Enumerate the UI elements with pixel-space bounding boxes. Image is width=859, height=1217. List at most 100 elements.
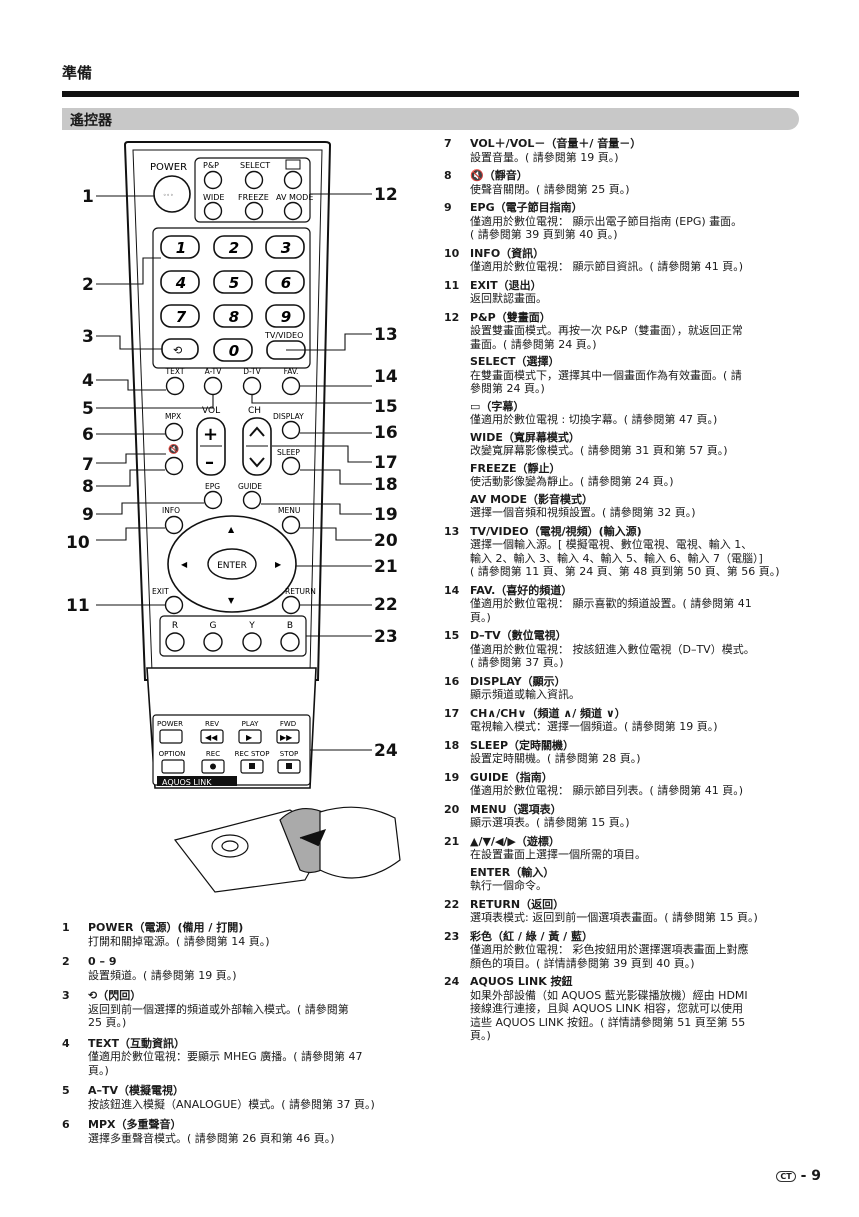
link-power-label: POWER (157, 720, 183, 728)
entry-heading: INFO（資訊） (470, 246, 545, 260)
entry-number: 14 (444, 583, 460, 597)
digit-3-button[interactable] (265, 235, 305, 259)
digit-9-label: 9 (281, 308, 291, 326)
red-button[interactable] (165, 632, 185, 652)
select-label: SELECT (240, 161, 270, 170)
digit-0-button[interactable] (213, 338, 253, 362)
option-button[interactable] (161, 759, 185, 774)
subsection-bar (62, 108, 799, 130)
entry-text: 設置頻道。( 請參閱第 19 頁。) (88, 968, 237, 982)
power-button[interactable] (153, 175, 191, 213)
callout-7: 7 (82, 455, 94, 475)
freeze-button[interactable] (244, 201, 264, 221)
pp-button[interactable] (203, 170, 223, 190)
entry-heading: CH∧/CH∨（頻道 ∧/ 頻道 ∨） (470, 706, 626, 720)
entry-text: 接線進行連接，且與 AQUOS LINK 相容，您就可以使用 (470, 1002, 743, 1015)
entry-heading: 彩色（紅 / 綠 / 黃 / 藍） (470, 929, 594, 943)
entry-number: 12 (444, 310, 460, 324)
exit-button[interactable] (164, 595, 184, 615)
entry-text: 設置音量。( 請參閱第 19 頁。) (470, 150, 619, 164)
digit-4-button[interactable] (160, 270, 200, 294)
entry-number: 16 (444, 674, 460, 688)
subtitle-button[interactable] (283, 170, 303, 190)
fwd-button[interactable] (276, 729, 300, 744)
yellow-button[interactable] (242, 632, 262, 652)
wide-button[interactable] (203, 201, 223, 221)
info-button[interactable] (164, 515, 184, 535)
menu-button[interactable] (281, 515, 301, 535)
display-label: DISPLAY (273, 412, 304, 421)
digit-8-button[interactable] (213, 304, 253, 328)
entry-number: 4 (62, 1036, 70, 1050)
pp-label: P&P (203, 161, 219, 170)
play-button[interactable] (238, 729, 262, 744)
entry-number: 15 (444, 629, 460, 642)
avmode-label: AV MODE (276, 193, 313, 202)
page-number-value: 9 (811, 1168, 821, 1184)
entry-text: 設置雙畫面模式。再按一次 P&P（雙畫面），就返回正常 (470, 324, 743, 337)
mpx-button[interactable] (164, 422, 184, 442)
sleep-button[interactable] (281, 456, 301, 476)
avmode-button[interactable] (283, 201, 303, 221)
freeze-label: FREEZE (238, 193, 269, 202)
yellow-label: Y (248, 621, 255, 631)
digit-6-label: 6 (281, 274, 291, 292)
callout-4: 4 (82, 371, 94, 391)
link-power-button[interactable] (159, 729, 183, 744)
digit-9-button[interactable] (265, 304, 305, 328)
return-button[interactable] (281, 595, 301, 615)
entry-subheading: ENTER（輸入） (470, 865, 555, 879)
digit-7-label: 7 (176, 308, 187, 326)
digit-1-button[interactable] (160, 235, 200, 259)
entry-text: 頁。) (470, 610, 491, 624)
rev-label: REV (205, 720, 219, 728)
fav-label: FAV. (284, 367, 299, 376)
digit-7-button[interactable] (160, 304, 200, 328)
callout-18: 18 (374, 475, 398, 495)
fav-button[interactable] (281, 376, 301, 396)
vol-label: VOL (202, 406, 220, 416)
page-number: CT - 9 (776, 1168, 821, 1184)
callout-13: 13 (374, 325, 398, 345)
digit-2-button[interactable] (213, 235, 253, 259)
blue-button[interactable] (280, 632, 300, 652)
display-button[interactable] (281, 420, 301, 440)
entry-number: 11 (444, 278, 460, 292)
left-arrow-icon[interactable]: ◀ (181, 560, 188, 569)
aquos-link-badge (157, 776, 237, 786)
down-arrow-icon[interactable]: ▼ (228, 596, 235, 605)
digit-6-button[interactable] (265, 270, 305, 294)
entry-number: 5 (62, 1084, 70, 1097)
entry-number: 18 (444, 738, 460, 752)
select-button[interactable] (244, 170, 264, 190)
digit-5-button[interactable] (213, 270, 253, 294)
right-arrow-icon[interactable]: ▶ (275, 560, 282, 569)
entry-text: 打開和關掉電源。( 請參閱第 14 頁。) (88, 934, 270, 948)
callout-20: 20 (374, 531, 398, 551)
epg-button[interactable] (203, 490, 223, 510)
menu-label: MENU (278, 506, 300, 515)
mute-button[interactable] (164, 456, 184, 476)
return-label: RETURN (285, 587, 316, 596)
rev-button[interactable] (200, 729, 224, 744)
atv-button[interactable] (203, 376, 223, 396)
up-arrow-icon[interactable]: ▲ (228, 525, 235, 534)
green-button[interactable] (203, 632, 223, 652)
ch-label: CH (248, 406, 261, 416)
rec-icon (210, 763, 216, 770)
entry-heading: 🔇（靜音） (470, 169, 528, 182)
entry-text: 參閱第 24 頁。) (470, 382, 545, 395)
callout-19: 19 (374, 505, 398, 525)
guide-button[interactable] (242, 490, 262, 510)
callout-14: 14 (374, 367, 398, 387)
entry-heading: A–TV（模擬電視） (88, 1084, 185, 1097)
dtv-button[interactable] (242, 376, 262, 396)
rec-label: REC (206, 750, 220, 758)
enter-button[interactable] (207, 548, 257, 580)
text-button[interactable] (165, 376, 185, 396)
entry-heading: 0 – 9 (88, 955, 117, 968)
